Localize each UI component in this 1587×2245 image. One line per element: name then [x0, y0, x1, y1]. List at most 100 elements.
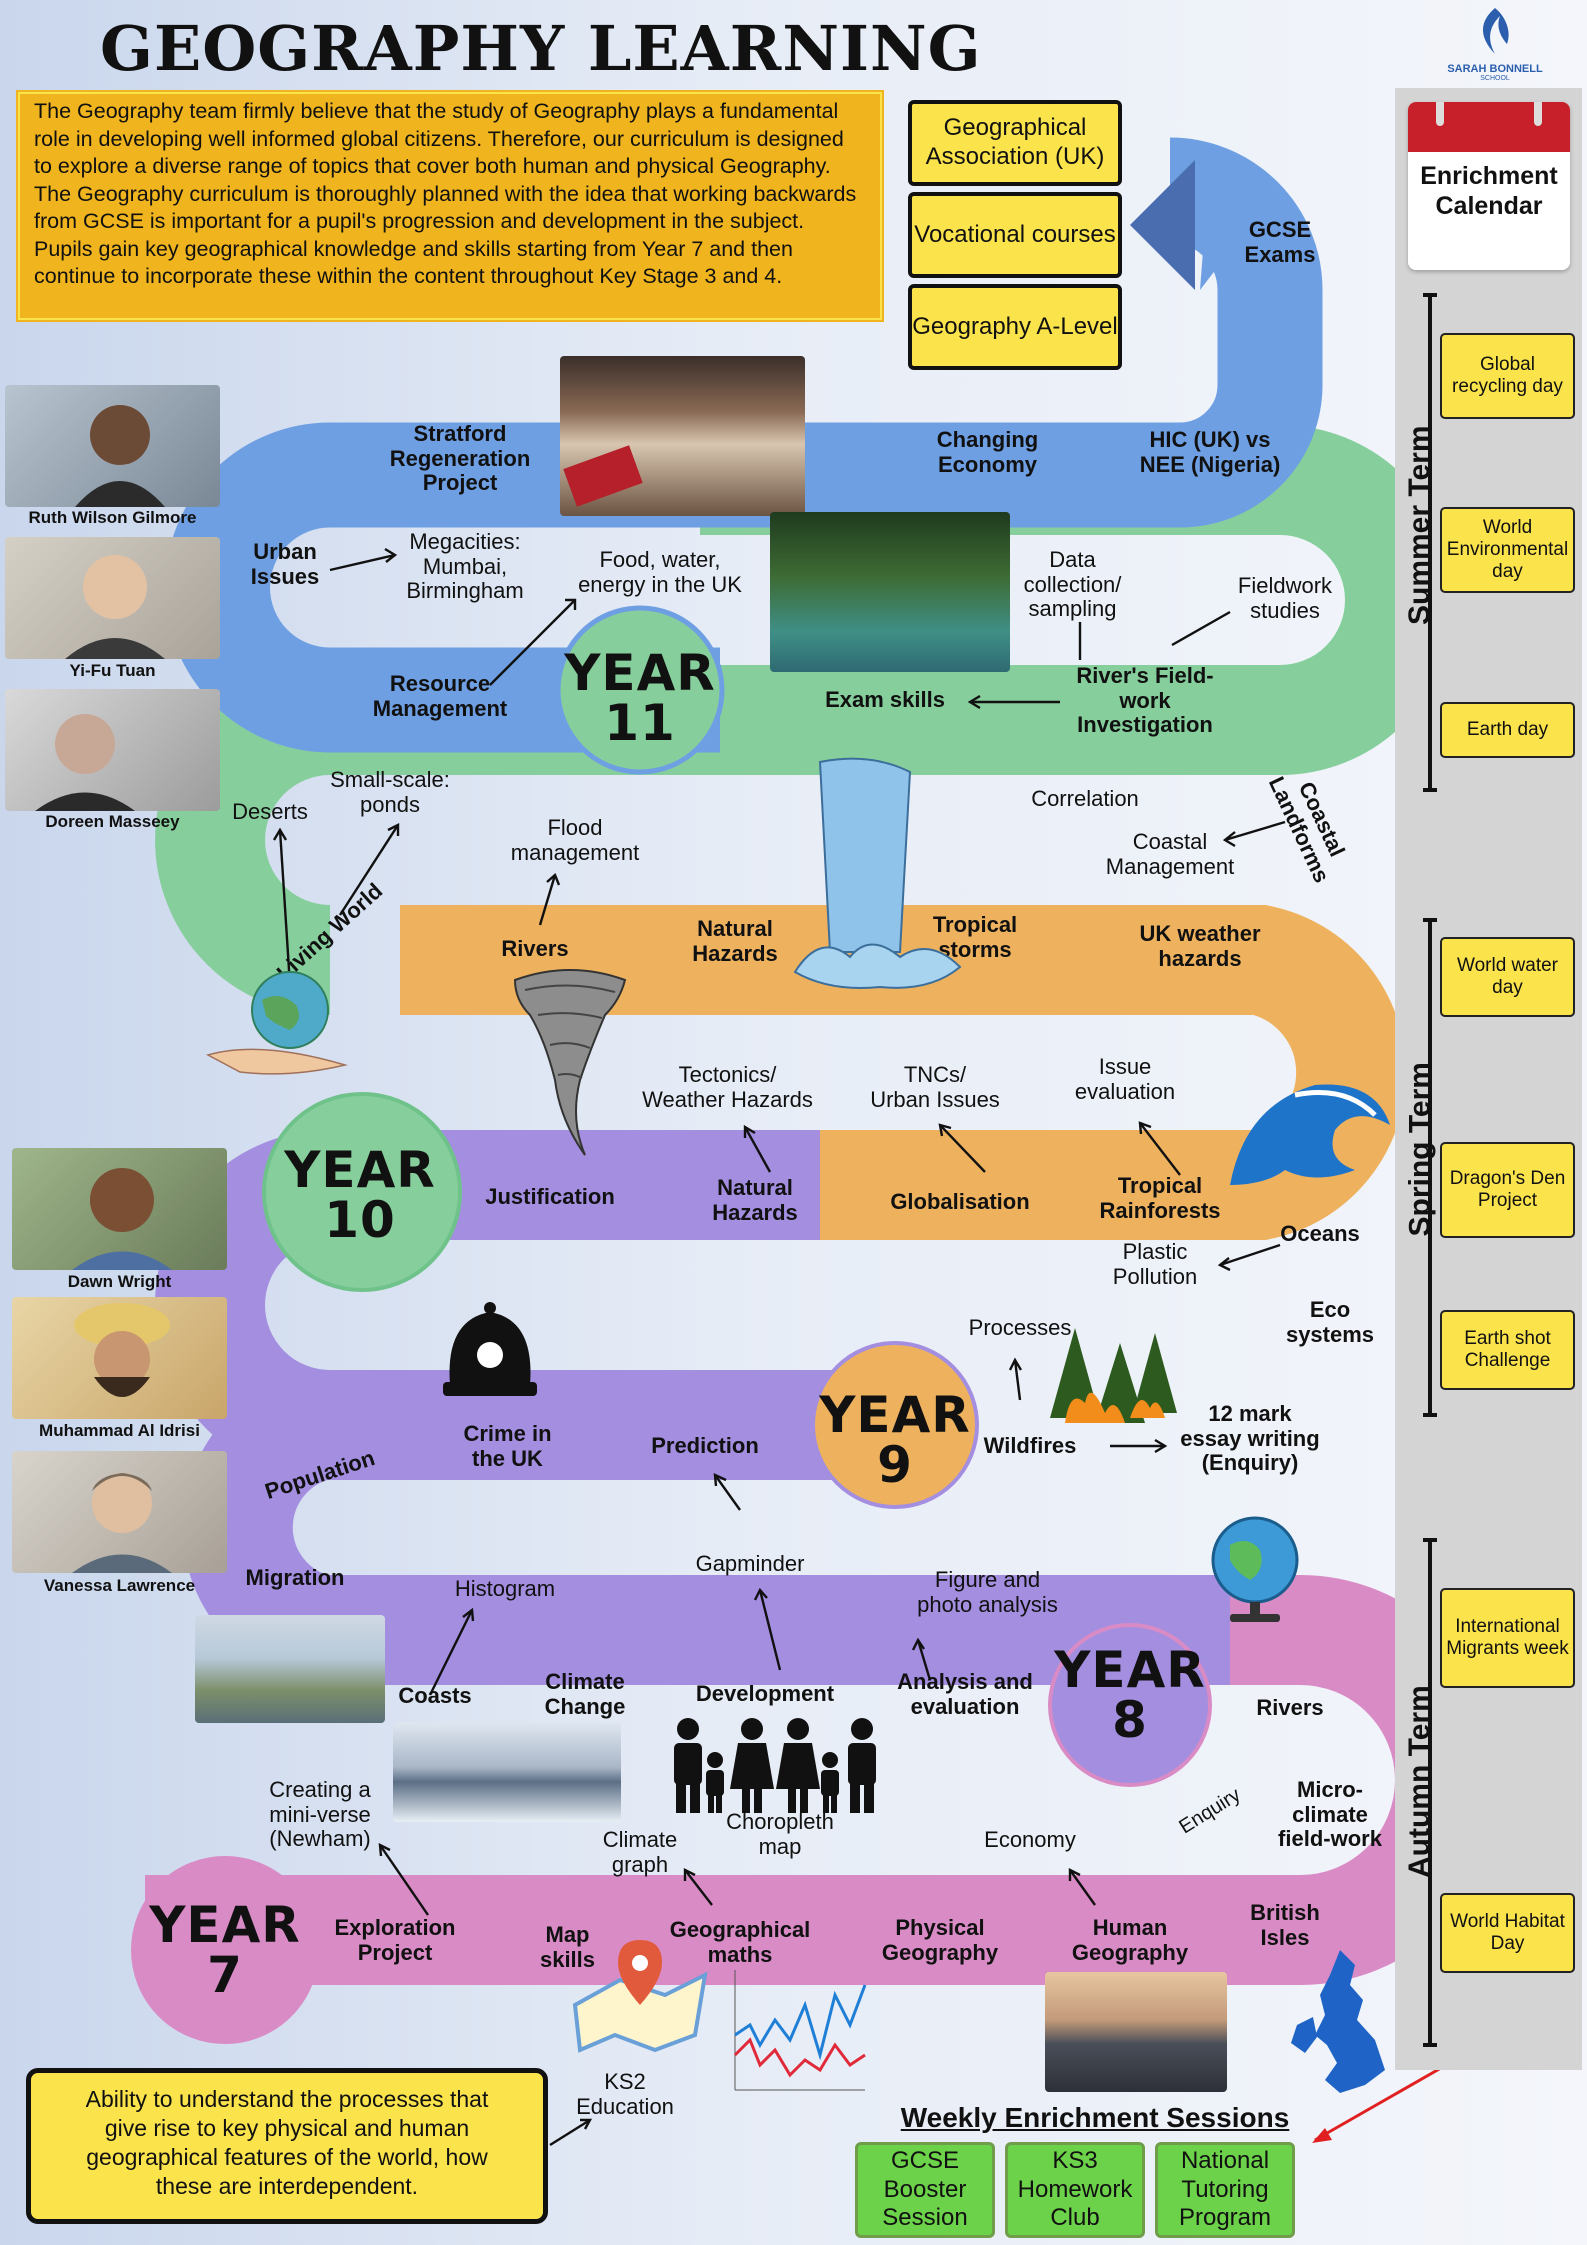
rainforest-image	[770, 512, 1010, 672]
topic-analysis-evaluation: Analysis and evaluation	[897, 1669, 1033, 1719]
topic-hic-vs-nee: HIC (UK) vs NEE (Nigeria)	[1139, 427, 1281, 477]
topic-geographical-maths: Geographical maths	[669, 1917, 811, 1967]
topic-issue-evaluation: Issue evaluation	[1074, 1054, 1176, 1104]
portrait-1	[5, 385, 220, 507]
road-arrowhead	[1130, 160, 1195, 290]
topic-essay-writing: 12 mark essay writing (Enquiry)	[1180, 1401, 1320, 1476]
intro-text: The Geography team firmly believe that t…	[18, 92, 882, 320]
year8-label: YEAR 8	[1054, 1641, 1206, 1749]
police-helmet-icon	[443, 1302, 537, 1396]
topic-histogram: Histogram	[454, 1576, 556, 1601]
pathway-a-level: Geography A-Level	[908, 284, 1122, 370]
road-year11	[165, 137, 1323, 753]
topic-physical-geography: Physical Geography	[881, 1915, 999, 1965]
year11-label: YEAR 11	[564, 644, 716, 752]
event-earth-day: Earth day	[1440, 702, 1575, 758]
waterfall-icon	[793, 757, 962, 989]
topic-tncs: TNCs/ Urban Issues	[870, 1062, 1000, 1112]
enrichment-title: Enrichment Calendar	[1420, 162, 1558, 220]
geographer-name-6: Vanessa Lawrence	[43, 1576, 196, 1595]
ice-image	[393, 1722, 621, 1822]
topic-development: Development	[695, 1681, 835, 1706]
topic-uk-weather-hazards: UK weather hazards	[1139, 921, 1261, 971]
topic-migration: Migration	[245, 1565, 345, 1590]
topic-resource-management: Resource Management	[372, 671, 508, 721]
topic-rivers-y8: Rivers	[1256, 1695, 1324, 1720]
term-timelines	[1423, 293, 1437, 2047]
topic-tropical-rainforests: Tropical Rainforests	[1099, 1173, 1221, 1223]
geographer-name-2: Yi-Fu Tuan	[69, 661, 156, 680]
globe-icon	[1211, 1516, 1299, 1622]
spring-term-label: Spring Term	[1403, 1062, 1437, 1237]
topic-rivers: Rivers	[501, 936, 569, 961]
topic-human-geography: Human Geography	[1071, 1915, 1189, 1965]
topic-processes: Processes	[968, 1315, 1072, 1340]
topic-ks2-education: KS2 Education	[576, 2069, 674, 2119]
wildfire-icon	[1050, 1328, 1177, 1423]
topic-plastic-pollution: Plastic Pollution	[1112, 1239, 1198, 1289]
topic-stratford: Stratford Regeneration Project	[389, 421, 531, 496]
topic-wildfires: Wildfires	[983, 1433, 1077, 1458]
topic-food-water-energy: Food, water, energy in the UK	[578, 547, 742, 597]
topic-megacities: Megacities: Mumbai, Birmingham	[406, 529, 524, 604]
school-logo: SARAH BONNELL SCHOOL	[1440, 6, 1550, 86]
topic-figure-photo-analysis: Figure and photo analysis	[917, 1567, 1058, 1617]
topic-prediction: Prediction	[651, 1433, 759, 1458]
session-ks3-homework: KS3 Homework Club	[1005, 2142, 1145, 2238]
logo-subtext: SCHOOL	[1480, 75, 1510, 82]
event-world-environmental-day: World Environmental day	[1440, 507, 1575, 593]
topic-british-isles: British Isles	[1250, 1900, 1320, 1950]
topic-exploration-project: Exploration Project	[334, 1915, 456, 1965]
map-pin-icon	[572, 1940, 708, 2053]
autumn-term-label: Autumn Term	[1403, 1685, 1436, 1878]
british-isles-map-icon	[1291, 1950, 1385, 2093]
geographer-name-5: Muhammad Al Idrisi	[39, 1421, 200, 1440]
topic-climate-change: Climate Change	[544, 1669, 626, 1719]
topic-justification: Justification	[485, 1184, 615, 1209]
line-graph-icon	[733, 1970, 867, 2091]
topic-fieldwork-studies: Fieldwork studies	[1237, 573, 1333, 623]
city-skyline-image	[1045, 1972, 1227, 2092]
topic-deserts: Deserts	[232, 799, 308, 824]
pathway-vocational: Vocational courses	[908, 192, 1122, 278]
topic-small-scale-ponds: Small-scale: ponds	[330, 767, 450, 817]
family-icon	[674, 1718, 876, 1813]
topic-coastal-management: Coastal Management	[1105, 829, 1235, 879]
event-world-water-day: World water day	[1440, 937, 1575, 1017]
topic-correlation: Correlation	[1031, 786, 1139, 811]
shopping-centre-image	[560, 356, 805, 516]
geographer-name-3: Doreen Masseey	[45, 812, 180, 831]
topic-crime-in-uk: Crime in the UK	[463, 1421, 552, 1471]
calendar-icon: Enrichment Calendar	[1408, 102, 1570, 270]
event-world-habitat-day: World Habitat Day	[1440, 1893, 1575, 1973]
wave-icon	[1230, 1084, 1390, 1185]
year10-label: YEAR 10	[284, 1141, 436, 1249]
topic-climate-graph: Climate graph	[602, 1827, 678, 1877]
topic-economy: Economy	[984, 1827, 1076, 1852]
event-dragons-den: Dragon's Den Project	[1440, 1142, 1575, 1238]
topic-flood-management: Flood management	[510, 815, 640, 865]
portrait-2	[5, 537, 220, 659]
event-international-migrants-week: International Migrants week	[1440, 1588, 1575, 1688]
topic-eco-systems: Eco systems	[1285, 1297, 1375, 1347]
topic-oceans: Oceans	[1280, 1221, 1360, 1246]
geographer-name-4: Dawn Wright	[67, 1272, 172, 1291]
arrows	[272, 547, 1286, 2147]
topic-tropical-storms: Tropical storms	[932, 912, 1018, 962]
geographer-name-1: Ruth Wilson Gilmore	[28, 508, 197, 527]
topic-globalisation: Globalisation	[890, 1189, 1030, 1214]
portrait-6	[12, 1451, 227, 1573]
event-earth-shot-challenge: Earth shot Challenge	[1440, 1310, 1575, 1390]
portrait-4	[12, 1148, 227, 1270]
topic-changing-economy: Changing Economy	[936, 427, 1039, 477]
coast-arch-image	[195, 1615, 385, 1723]
topic-natural-hazards-y10: Natural Hazards	[712, 1175, 798, 1225]
topic-natural-hazards-y11: Natural Hazards	[692, 916, 778, 966]
topic-map-skills: Map skills	[539, 1922, 596, 1972]
year9-label: YEAR 9	[819, 1386, 971, 1494]
summer-term-label: Summer Term	[1403, 425, 1436, 625]
year7-label: YEAR 7	[149, 1896, 301, 2004]
weekly-title: Weekly Enrichment Sessions	[900, 2102, 1290, 2133]
session-national-tutoring: National Tutoring Program	[1155, 2142, 1295, 2238]
